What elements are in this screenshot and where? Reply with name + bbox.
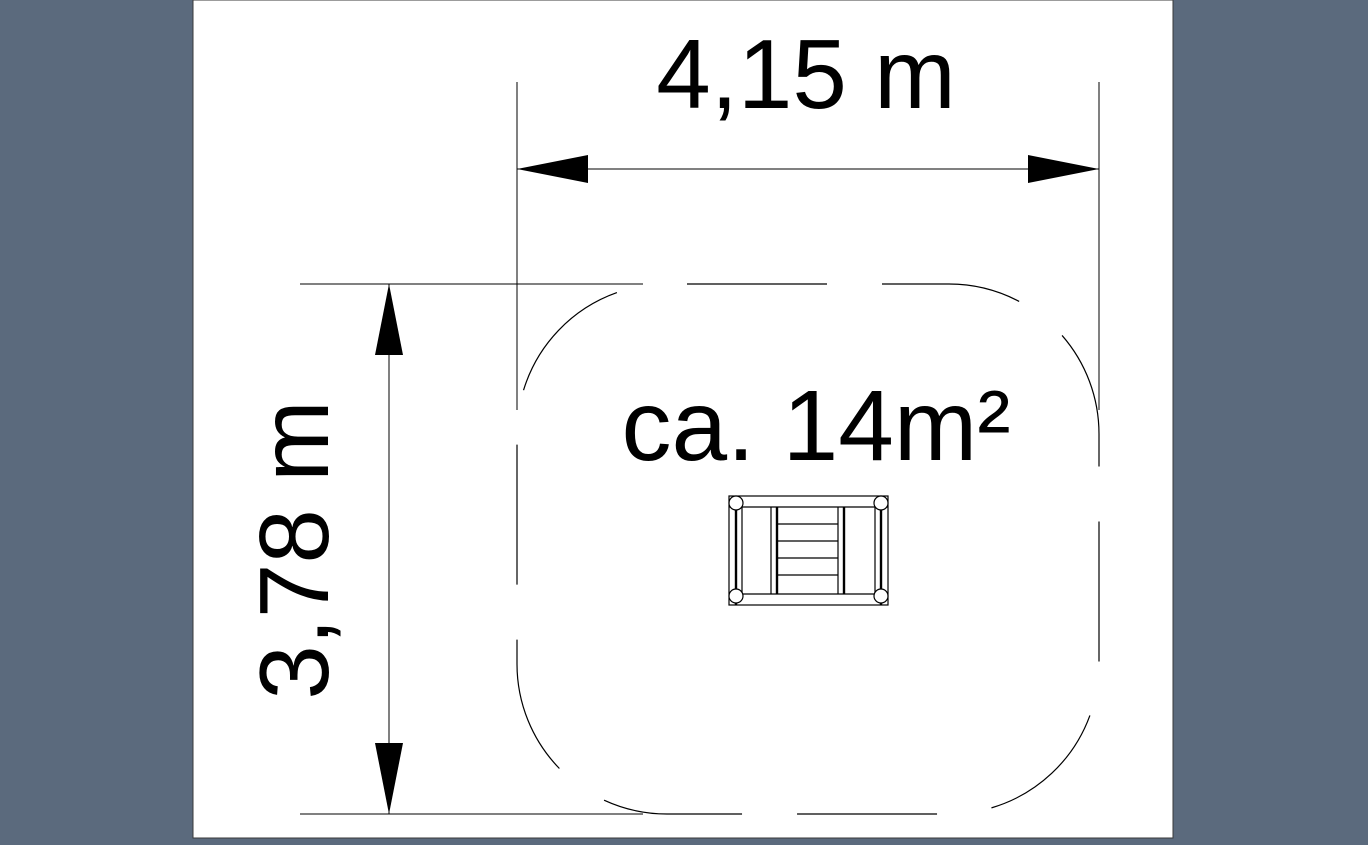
width-arrow-left bbox=[517, 155, 588, 183]
equipment-plan-icon bbox=[728, 495, 889, 606]
height-arrow-bottom bbox=[375, 743, 403, 814]
height-arrow-top bbox=[375, 284, 403, 355]
width-arrow-right bbox=[1028, 155, 1099, 183]
equipment-frame bbox=[728, 495, 889, 606]
paper-sheet bbox=[192, 0, 1174, 839]
safety-area-outline bbox=[516, 283, 1100, 815]
width-label: 4,15 m bbox=[656, 19, 956, 129]
area-label: ca. 14m² bbox=[621, 370, 1010, 482]
height-label: 3,78 m bbox=[239, 400, 349, 700]
